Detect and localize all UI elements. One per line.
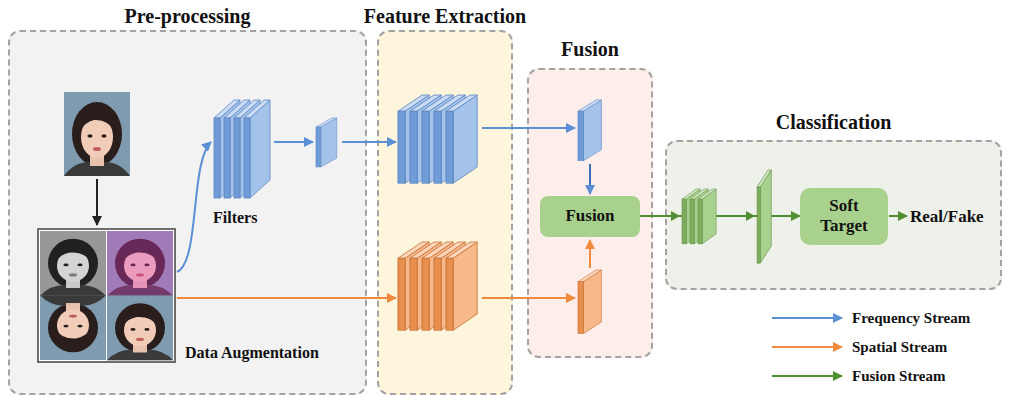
plain-face	[107, 296, 173, 361]
flow-arrow	[96, 179, 98, 225]
spatial-feature-block	[578, 270, 601, 334]
box-text-group: Soft Target	[806, 196, 882, 236]
legend-entry: Frequency Stream	[852, 308, 970, 328]
legend-label: Spatial Stream	[852, 337, 947, 357]
pink-tint	[107, 231, 173, 296]
legend-entry: Spatial Stream	[852, 337, 947, 357]
dense-layer-bar	[757, 170, 771, 263]
stage-title: Feature Extraction	[364, 5, 526, 27]
filter-output-block	[316, 118, 337, 167]
legend-line	[772, 317, 842, 319]
frequency-arrow	[482, 127, 575, 129]
label-holder: Data Augmentation	[185, 343, 319, 363]
augmentation-label: Data Augmentation	[185, 343, 319, 363]
spatial-arrow	[177, 297, 396, 299]
fusion-stream-arrow	[640, 215, 800, 217]
classifier-plate	[698, 189, 716, 244]
legend-label: Frequency Stream	[852, 308, 970, 328]
box-label: Soft Target	[806, 196, 882, 236]
stage-panel: Feature Extraction	[377, 30, 513, 395]
label-holder: Real/Fake	[910, 206, 984, 227]
frequency-arrow	[274, 141, 313, 143]
box-label: Fusion	[565, 206, 614, 226]
process-box: Fusion	[540, 196, 640, 237]
filter-label: Filters	[213, 208, 257, 228]
frequency-arrow	[342, 141, 396, 143]
augmentation-frame	[38, 229, 175, 362]
grey-face	[40, 231, 106, 296]
legend-label: Fusion Stream	[852, 366, 945, 386]
feature-plate	[446, 95, 477, 183]
filter-plate	[244, 100, 270, 198]
stage-title: Fusion	[561, 38, 619, 60]
legend-line	[772, 346, 842, 348]
output-label: Real/Fake	[910, 206, 984, 227]
stage-title: Pre-processing	[125, 5, 251, 27]
frequency-arrow	[589, 164, 591, 194]
box-text-group: Fusion	[565, 206, 614, 226]
stage-title: Classification	[776, 111, 892, 133]
legend-entry: Fusion Stream	[852, 366, 945, 386]
spatial-arrow	[589, 240, 591, 268]
output-arrow	[889, 215, 907, 217]
frequency-feature-block	[578, 100, 601, 161]
process-box: Soft Target	[800, 188, 888, 245]
tinted-face	[107, 231, 173, 296]
spatial-arrow	[482, 297, 575, 299]
input-face	[64, 92, 130, 176]
label-holder: Filters	[213, 208, 257, 228]
feature-plate	[446, 242, 477, 330]
legend-line	[772, 375, 842, 377]
flipped-face	[40, 295, 106, 360]
